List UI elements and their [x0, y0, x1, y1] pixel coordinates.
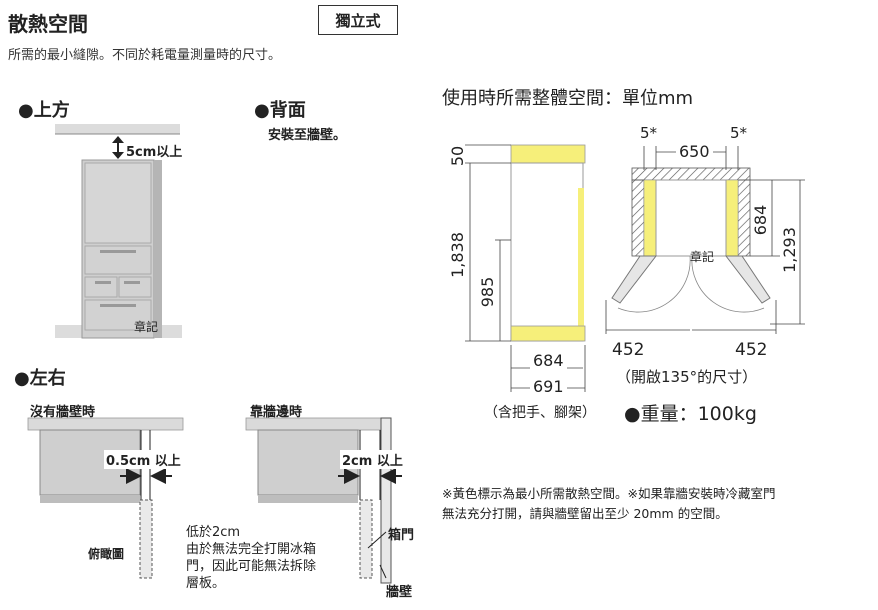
fridge-drawer-4 [84, 299, 152, 331]
wall-label: 牆壁 [386, 585, 413, 600]
back-section-text: 安裝至牆壁。 [268, 128, 347, 143]
door-leader [367, 531, 387, 549]
top-view-heat-zone-right [725, 179, 739, 257]
top-view-wall-left [631, 179, 645, 257]
top-view-wall-back [631, 167, 751, 181]
ceiling [55, 124, 180, 134]
side-view-heat-zone-top [510, 144, 586, 164]
dim-650-label: 650 [676, 142, 713, 161]
dim-684-top-label: 684 [751, 205, 770, 236]
side-view-heat-zone-back [578, 188, 584, 326]
fridge-drawer-1 [84, 245, 152, 275]
wall-leader [379, 564, 387, 579]
footnote-line-1: ※黃色標示為最小所需散熱空間。※如果靠牆安裝時冷藏室門 [442, 486, 776, 501]
top-view-left-door-arc [617, 255, 691, 313]
dim-1838-label: 1,838 [448, 232, 467, 278]
fridge-handle-2 [95, 281, 111, 284]
weight-label: ●重量：100kg [624, 403, 757, 425]
top-view-wall-right [737, 179, 751, 257]
open-angle-note: （開啟135°的尺寸） [616, 368, 758, 386]
top-gap-label: 5cm以上 [126, 145, 183, 160]
top-view-left-door-open [611, 255, 658, 304]
top-view-heat-zone-left [643, 179, 657, 257]
fridge-door-top [84, 162, 152, 244]
top-watermark: 章記 [134, 320, 159, 334]
no-wall-heading: 沒有牆壁時 [30, 405, 96, 420]
no-wall-caption: 俯瞰圖 [88, 547, 125, 561]
page-subtitle: 所需的最小縫隙。不同於耗電量測量時的尺寸。 [8, 48, 282, 63]
dim-top-50-label: 50 [448, 146, 467, 166]
side-view-body [510, 162, 584, 342]
cabinet-base [40, 495, 140, 503]
overall-top-view [605, 146, 805, 334]
fridge-side [154, 160, 162, 338]
side-no-wall-illustration [27, 417, 184, 579]
install-type-badge: 獨立式 [318, 5, 398, 35]
top-view-right-door-open [724, 255, 771, 304]
fridge-handle-3 [124, 281, 140, 284]
near-wall-note-line-3: 門，因此可能無法拆除 [186, 559, 317, 574]
handle-note: （含把手、腳架） [484, 405, 596, 421]
near-wall-gap-label: 2cm 以上 [340, 450, 405, 469]
no-wall-gap-label: 0.5cm 以上 [104, 450, 183, 469]
top-gap-arrowhead-down [112, 152, 124, 159]
near-wall-note-line-4: 層板。 [186, 576, 226, 591]
fridge-drawer-2 [84, 276, 118, 298]
page-title: 散熱空間 [8, 12, 88, 36]
dim-452-left-label: 452 [612, 340, 645, 360]
fridge-door-plan [359, 499, 373, 579]
top-view-body [655, 179, 727, 257]
fridge-side-plan [139, 499, 153, 579]
top-clearance-illustration [55, 124, 182, 339]
dim-452-right-label: 452 [735, 340, 768, 360]
near-wall-note: 低於2cm 由於無法完全打開冰箱 門，因此可能無法拆除 層板。 [186, 524, 316, 592]
side-view-heat-zone-bottom [510, 325, 586, 342]
side-section-label: ●左右 [14, 368, 66, 389]
footnote: ※黃色標示為最小所需散熱空間。※如果靠牆安裝時冷藏室門 無法充分打開，請與牆壁留… [442, 484, 775, 524]
overall-side-view [465, 144, 586, 392]
wall-panel [380, 417, 392, 584]
fridge-drawer-3 [118, 276, 152, 298]
dim-684-side-label: 684 [530, 351, 567, 370]
dim-right-gap-label: 5* [730, 124, 748, 142]
top-view-right-door-arc [691, 255, 765, 313]
door-label: 箱門 [388, 528, 415, 543]
dim-691-label: 691 [530, 377, 567, 396]
near-wall-note-line-2: 由於無法完全打開冰箱 [186, 542, 317, 557]
back-section-label: ●背面 [254, 100, 306, 121]
dim-1293-label: 1,293 [780, 227, 799, 273]
fridge-handle-4 [100, 304, 136, 307]
dim-left-gap-label: 5* [640, 124, 658, 142]
footnote-line-2: 無法充分打開，請與牆壁留出至少 20mm 的空間。 [442, 506, 728, 521]
cabinet-base-2 [258, 495, 358, 503]
near-wall-heading: 靠牆邊時 [250, 405, 303, 420]
near-wall-note-line-1: 低於2cm [186, 525, 241, 540]
top-view-watermark: 章記 [690, 250, 715, 264]
fridge-handle-1 [100, 250, 136, 253]
top-gap-arrowhead-up [112, 136, 124, 143]
dim-985-label: 985 [478, 277, 497, 308]
overall-title: 使用時所需整體空間：單位mm [442, 88, 694, 109]
top-section-label: ●上方 [18, 100, 70, 121]
